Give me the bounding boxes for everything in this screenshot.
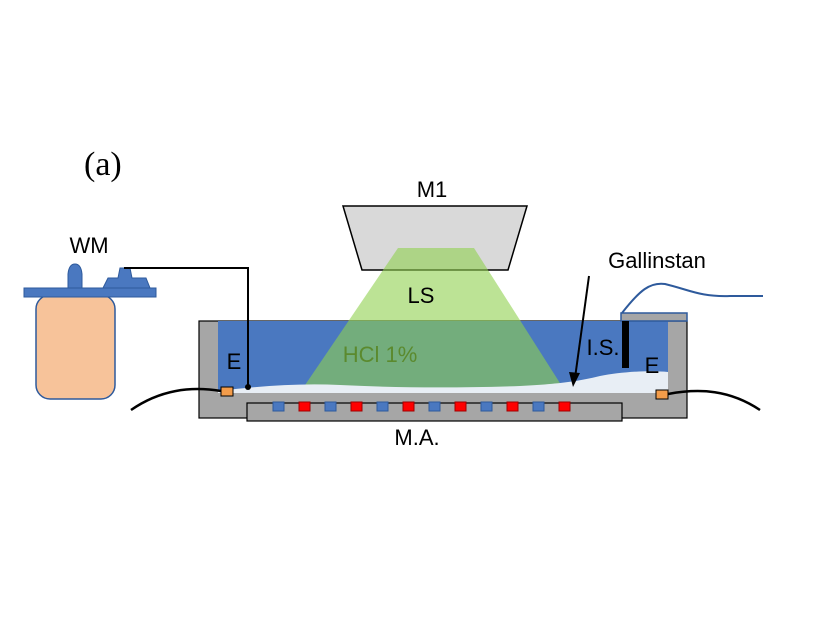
sensor-probe [622, 321, 629, 368]
magnet-cell-blue [532, 401, 545, 412]
wire-junction-dot [245, 384, 251, 390]
reservoir-bottle [35, 294, 116, 400]
electrode-right [655, 389, 669, 400]
magnet-cell-red [506, 401, 519, 412]
magnet-cell-red [350, 401, 363, 412]
magnet-cell-blue [376, 401, 389, 412]
magnet-cell-blue [428, 401, 441, 412]
magnet-cell-red [298, 401, 311, 412]
magnet-cell-blue [480, 401, 493, 412]
wave-maker-knob-left [67, 263, 83, 289]
gallinstan-film [218, 371, 668, 393]
e-right-label: E [645, 353, 660, 378]
gallinstan-arrow-head [569, 372, 580, 387]
sensor-cap [620, 312, 688, 322]
light-beam [301, 248, 565, 391]
wave-maker-plate [23, 287, 157, 298]
electrode-left [220, 386, 234, 397]
magnet-cell-red [402, 401, 415, 412]
m1-label: M1 [417, 177, 448, 202]
magnet-cell-blue [272, 401, 285, 412]
ma-label: M.A. [394, 425, 439, 450]
sensor-cable [621, 282, 763, 314]
microscope-objective [341, 205, 529, 271]
magnet-cell-blue [324, 401, 337, 412]
gallinstan-arrow-shaft [574, 275, 590, 379]
ls-label: LS [408, 283, 435, 308]
wave-maker-knob-right [102, 267, 151, 289]
gallinstan-label: Gallinstan [608, 248, 706, 273]
magnet-cells [272, 401, 571, 412]
is-label: I.S. [586, 335, 619, 360]
e-left-label: E [227, 349, 242, 374]
hcl-label: HCl 1% [343, 342, 418, 367]
panel-label: (a) [84, 146, 122, 183]
wire-right [667, 389, 761, 412]
wave-maker-wire [124, 267, 249, 387]
magnet-cell-red [454, 401, 467, 412]
magnet-cell-red [558, 401, 571, 412]
wm-label: WM [69, 233, 108, 258]
wire-left [130, 387, 222, 412]
